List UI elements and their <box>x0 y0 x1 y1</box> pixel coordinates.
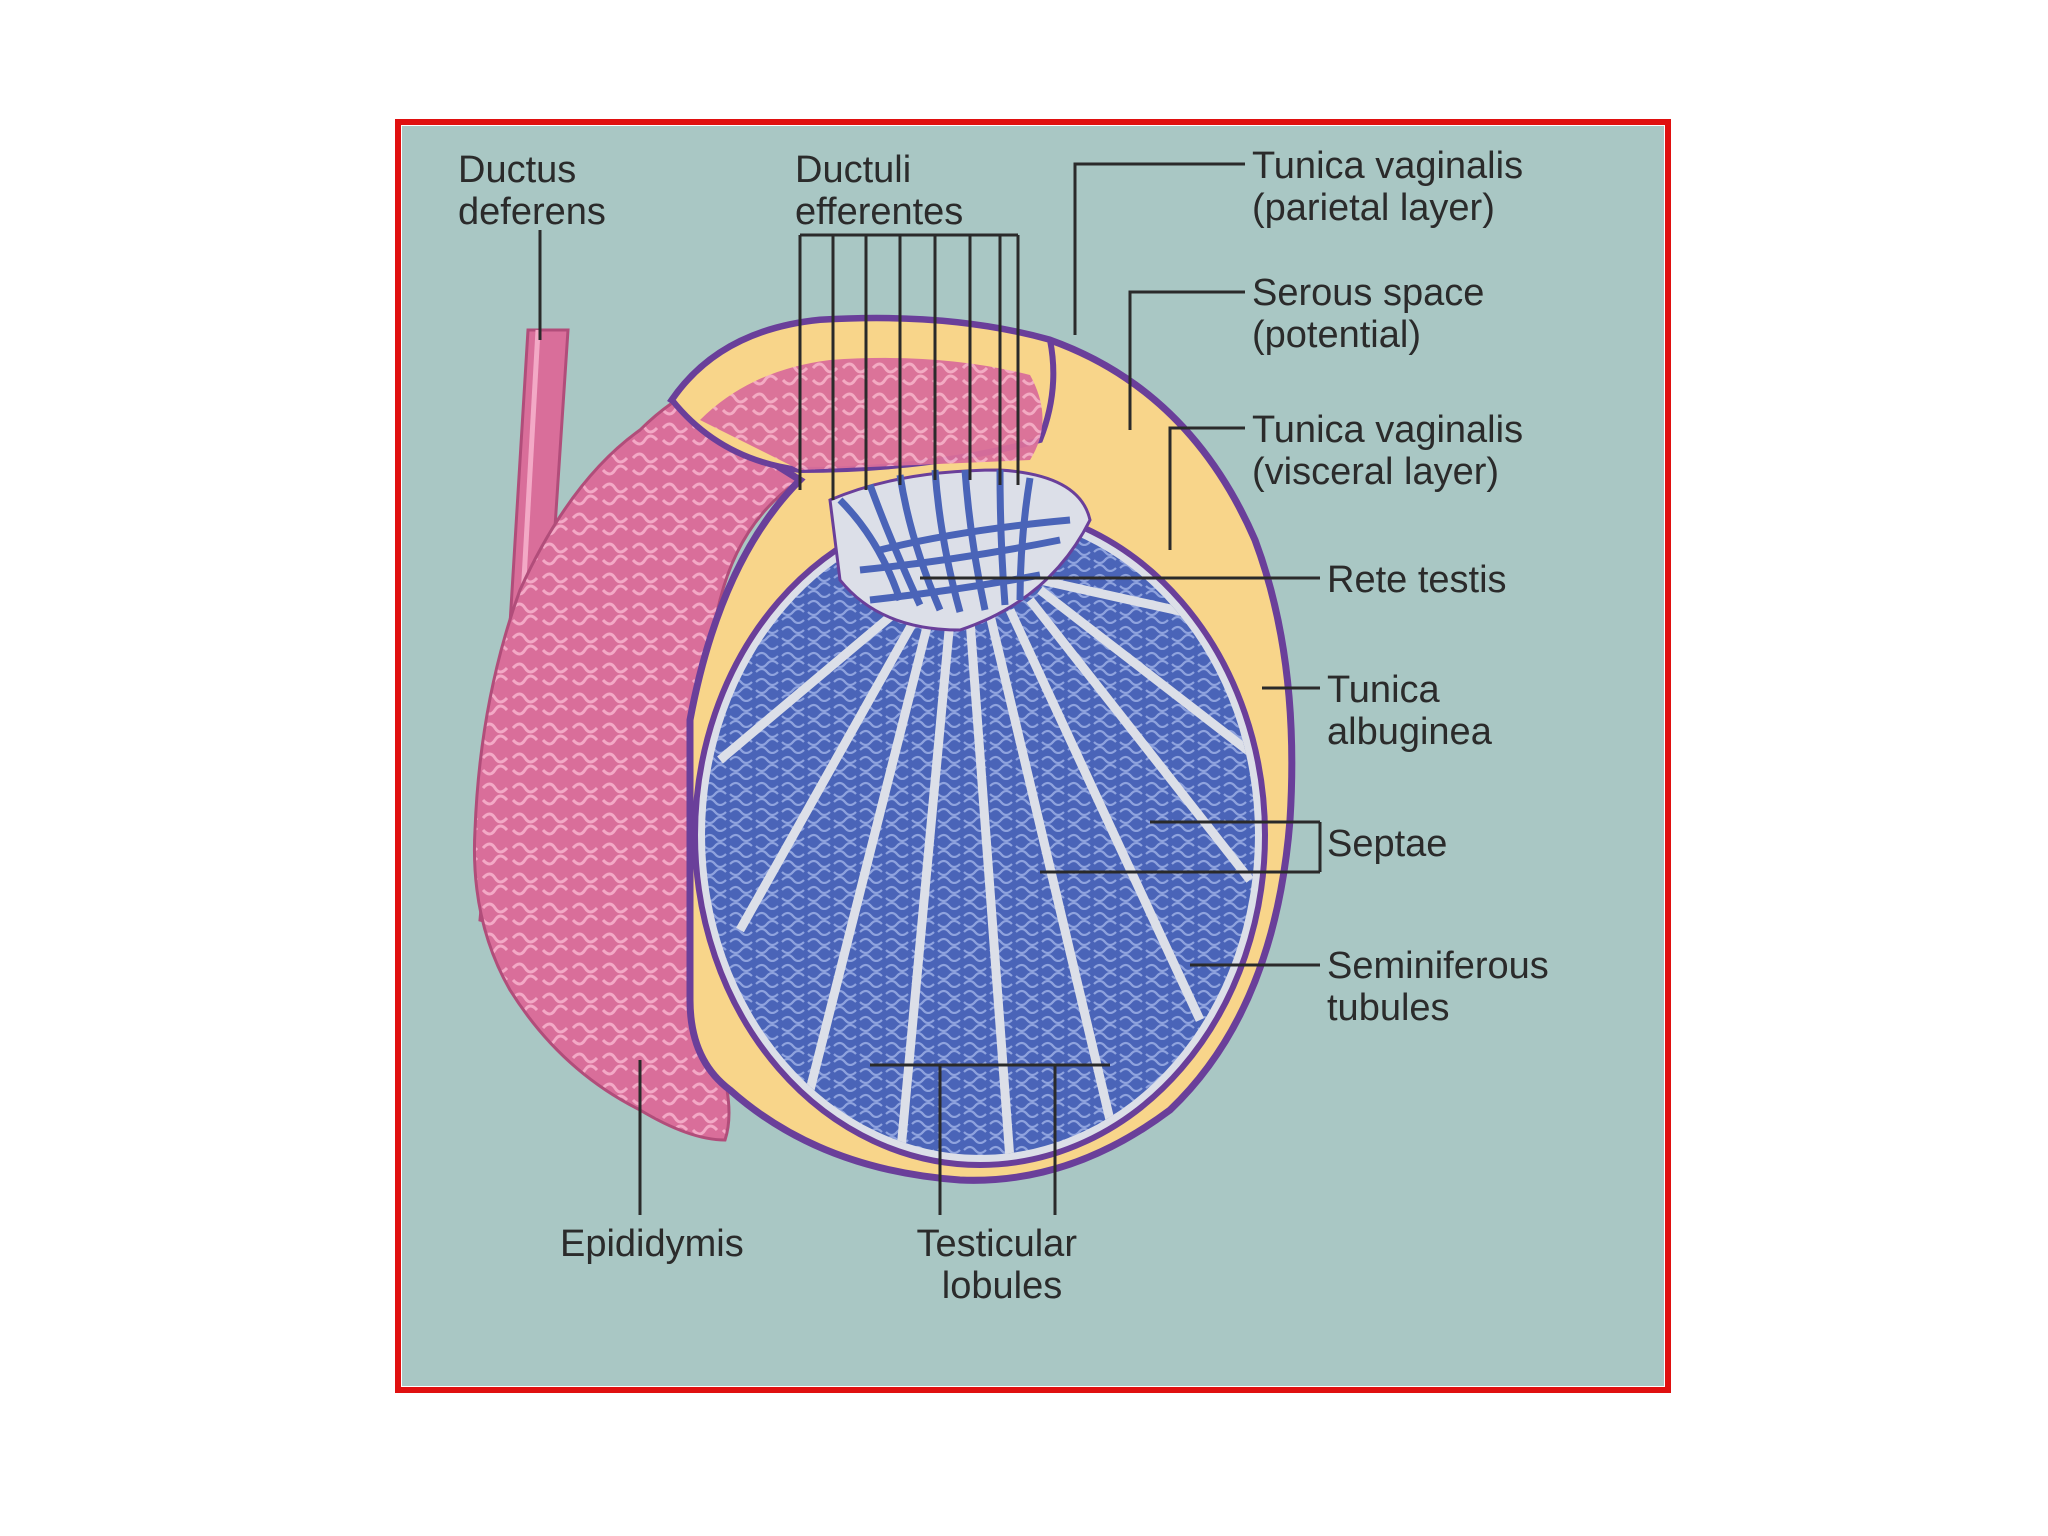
label-rete-testis: Rete testis <box>1327 559 1507 601</box>
labels: Ductus deferens Ductuli efferentes Tunic… <box>458 145 1559 1307</box>
septae-lines <box>717 575 1255 1155</box>
leader-lines <box>538 162 1322 1215</box>
label-septae: Septae <box>1327 823 1447 865</box>
label-serous-space: Serous space (potential) <box>1252 272 1495 356</box>
red-frame <box>395 119 1671 1393</box>
label-tunica-albuginea: Tunica albuginea <box>1327 669 1493 753</box>
label-tunica-vaginalis-visceral: Tunica vaginalis (visceral layer) <box>1252 409 1534 493</box>
label-ductuli-efferentes: Ductuli efferentes <box>795 149 963 233</box>
label-epididymis: Epididymis <box>560 1223 744 1265</box>
label-testicular-lobules: Testicular lobules <box>916 1223 1087 1307</box>
label-ductus-deferens: Ductus deferens <box>458 149 606 233</box>
label-seminiferous-tubules: Seminiferous tubules <box>1327 945 1559 1029</box>
label-tunica-vaginalis-parietal: Tunica vaginalis (parietal layer) <box>1252 145 1534 229</box>
